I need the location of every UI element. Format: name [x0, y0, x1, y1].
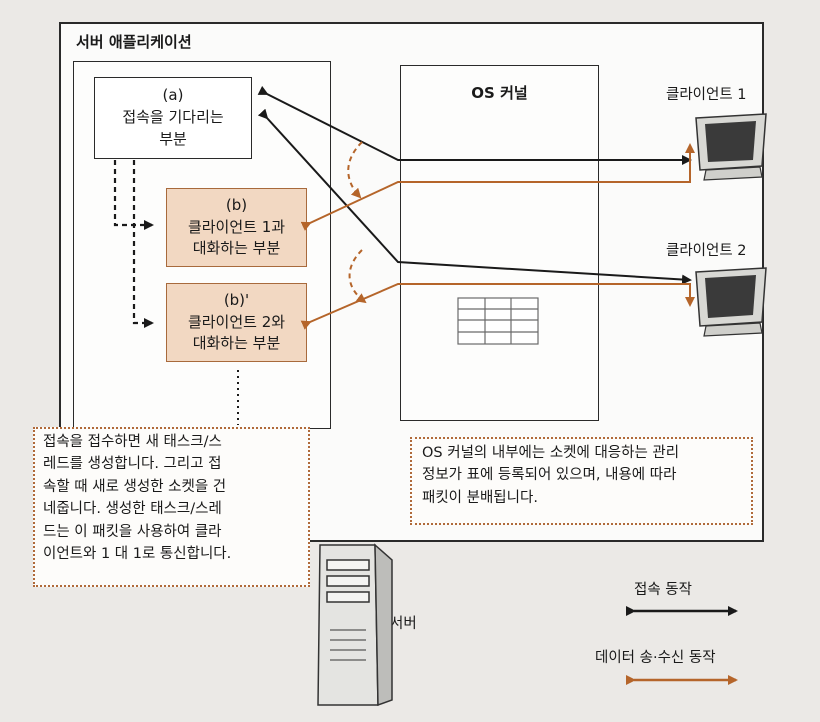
note-left-line: 레드를 생성합니다. 그리고 접	[43, 456, 222, 473]
note-left-line: 네줍니다. 생성한 태스크/스레	[43, 501, 222, 518]
note-right-line: 패킷이 분배됩니다.	[422, 489, 538, 506]
data-arrows	[300, 143, 695, 330]
box-a-tag: (a)	[162, 86, 184, 105]
dashed-spawn-arrows	[113, 160, 154, 328]
box-b2-line2: 대화하는 부분	[192, 334, 281, 353]
legend-connect-label: 접속 동작	[634, 582, 692, 598]
legend-data-label: 데이터 송·수신 동작	[595, 650, 716, 666]
box-client2-talk: (b)' 클라이언트 2와 대화하는 부분	[166, 283, 307, 362]
note-task-creation: 접속을 접수하면 새 태스크/스 레드를 생성합니다. 그리고 접 속할 때 새…	[33, 427, 310, 587]
box-a-line1: 접속을 기다리는	[122, 108, 224, 127]
note-left-line: 드는 이 패킷을 사용하여 클라	[43, 523, 222, 540]
server-tower-icon	[317, 543, 393, 707]
box-b-tag: (b)	[225, 195, 248, 214]
client2-monitor-icon	[695, 267, 767, 337]
server-label: 서버	[390, 616, 417, 632]
note-right-line: OS 커널의 내부에는 소켓에 대응하는 관리	[422, 445, 680, 461]
box-wait-connection: (a) 접속을 기다리는 부분	[94, 77, 252, 159]
server-application-title: 서버 애플리케이션	[76, 33, 192, 51]
box-a-line2: 부분	[159, 129, 187, 148]
note-socket-table: OS 커널의 내부에는 소켓에 대응하는 관리 정보가 표에 등록되어 있으며,…	[410, 437, 753, 525]
note-left-line: 속할 때 새로 생성한 소켓을 건	[43, 478, 227, 495]
note-right-line: 정보가 표에 등록되어 있으며, 내용에 따라	[422, 467, 677, 484]
note-left-line: 접속을 접수하면 새 태스크/스	[43, 434, 222, 450]
kernel-dispatch-arrows	[347, 141, 367, 304]
client1-monitor-icon	[695, 113, 767, 181]
note-left-line: 이언트와 1 대 1로 통신합니다.	[43, 546, 232, 563]
box-b2-line1: 클라이언트 2와	[187, 312, 286, 331]
connection-arrows	[257, 85, 692, 285]
socket-table-icon	[457, 297, 539, 345]
box-b2-tag: (b)'	[223, 290, 250, 309]
